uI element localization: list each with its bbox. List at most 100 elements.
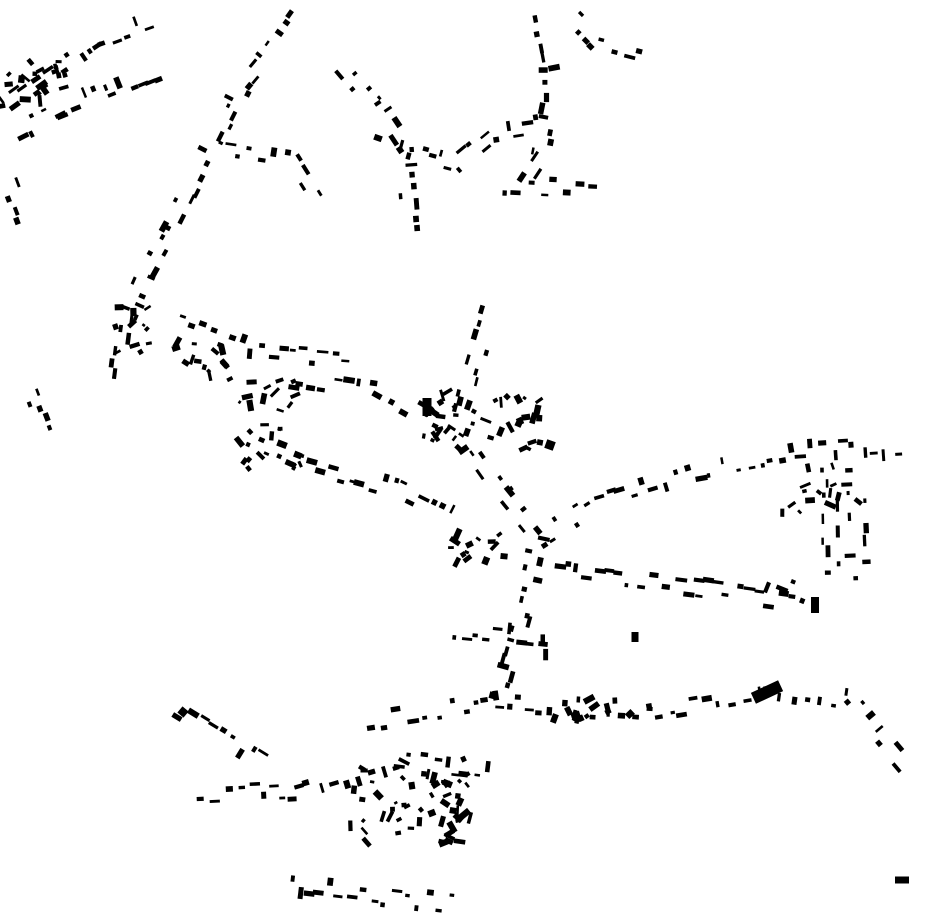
building <box>218 343 227 356</box>
building <box>295 153 303 162</box>
building <box>289 348 296 352</box>
building <box>604 568 615 574</box>
building <box>479 696 489 704</box>
building <box>465 141 472 148</box>
building <box>787 500 797 509</box>
building <box>830 462 835 470</box>
building <box>35 388 41 397</box>
building <box>430 430 441 443</box>
building <box>427 808 437 818</box>
building <box>547 128 554 137</box>
building <box>456 395 464 407</box>
building <box>543 92 550 103</box>
building <box>538 67 548 73</box>
building <box>369 780 375 784</box>
building <box>489 540 500 552</box>
building <box>617 712 626 719</box>
building <box>863 498 867 503</box>
building <box>405 893 410 898</box>
building <box>40 107 47 113</box>
building <box>51 68 60 75</box>
building <box>537 102 546 115</box>
building <box>439 389 446 402</box>
building <box>305 384 316 392</box>
building <box>499 652 507 664</box>
building <box>863 447 868 458</box>
building <box>138 292 147 300</box>
building <box>536 556 544 567</box>
building <box>246 348 253 360</box>
building <box>391 888 403 894</box>
building <box>200 714 211 723</box>
building <box>8 84 20 94</box>
building <box>255 450 266 461</box>
building <box>443 828 456 839</box>
building <box>414 905 419 912</box>
building <box>429 771 438 785</box>
building <box>527 438 538 446</box>
building <box>546 706 553 716</box>
building <box>624 709 635 720</box>
building <box>387 398 396 406</box>
building <box>13 216 21 226</box>
building <box>376 95 382 101</box>
building <box>177 213 187 225</box>
building <box>483 349 490 357</box>
building <box>492 690 500 701</box>
building <box>499 500 510 511</box>
building <box>219 358 230 370</box>
building <box>513 393 524 405</box>
building <box>477 304 486 315</box>
building <box>893 740 905 753</box>
building <box>276 453 283 460</box>
building <box>862 534 867 547</box>
building <box>58 84 69 91</box>
building <box>434 757 443 762</box>
building <box>522 395 527 401</box>
building <box>261 791 267 799</box>
building <box>145 341 153 346</box>
building <box>171 712 183 722</box>
building <box>811 597 819 613</box>
building <box>451 772 459 777</box>
building <box>277 426 283 431</box>
building <box>502 190 507 196</box>
building <box>636 584 646 590</box>
building <box>373 99 382 107</box>
building <box>833 449 838 461</box>
building <box>505 120 512 132</box>
building <box>113 76 123 90</box>
building <box>540 50 546 63</box>
building <box>503 392 511 401</box>
building <box>672 469 679 476</box>
building <box>821 537 824 545</box>
building <box>574 29 582 36</box>
building <box>632 714 640 720</box>
building <box>360 818 366 824</box>
building <box>430 498 438 507</box>
building <box>712 579 724 585</box>
building <box>571 502 579 509</box>
building <box>137 348 144 356</box>
building <box>823 499 837 510</box>
building <box>797 509 803 515</box>
building <box>683 591 695 598</box>
building <box>380 902 386 908</box>
building <box>594 568 607 574</box>
building <box>54 65 59 71</box>
building <box>400 479 408 486</box>
building <box>197 144 208 154</box>
building <box>388 133 400 147</box>
building <box>120 304 131 311</box>
building <box>532 576 543 584</box>
building <box>269 431 275 441</box>
building <box>293 450 303 460</box>
building <box>516 639 528 646</box>
building <box>438 838 446 845</box>
building <box>530 150 540 162</box>
building <box>586 42 595 51</box>
building <box>529 412 538 425</box>
building <box>297 886 304 900</box>
building <box>576 696 581 703</box>
building <box>581 36 591 46</box>
